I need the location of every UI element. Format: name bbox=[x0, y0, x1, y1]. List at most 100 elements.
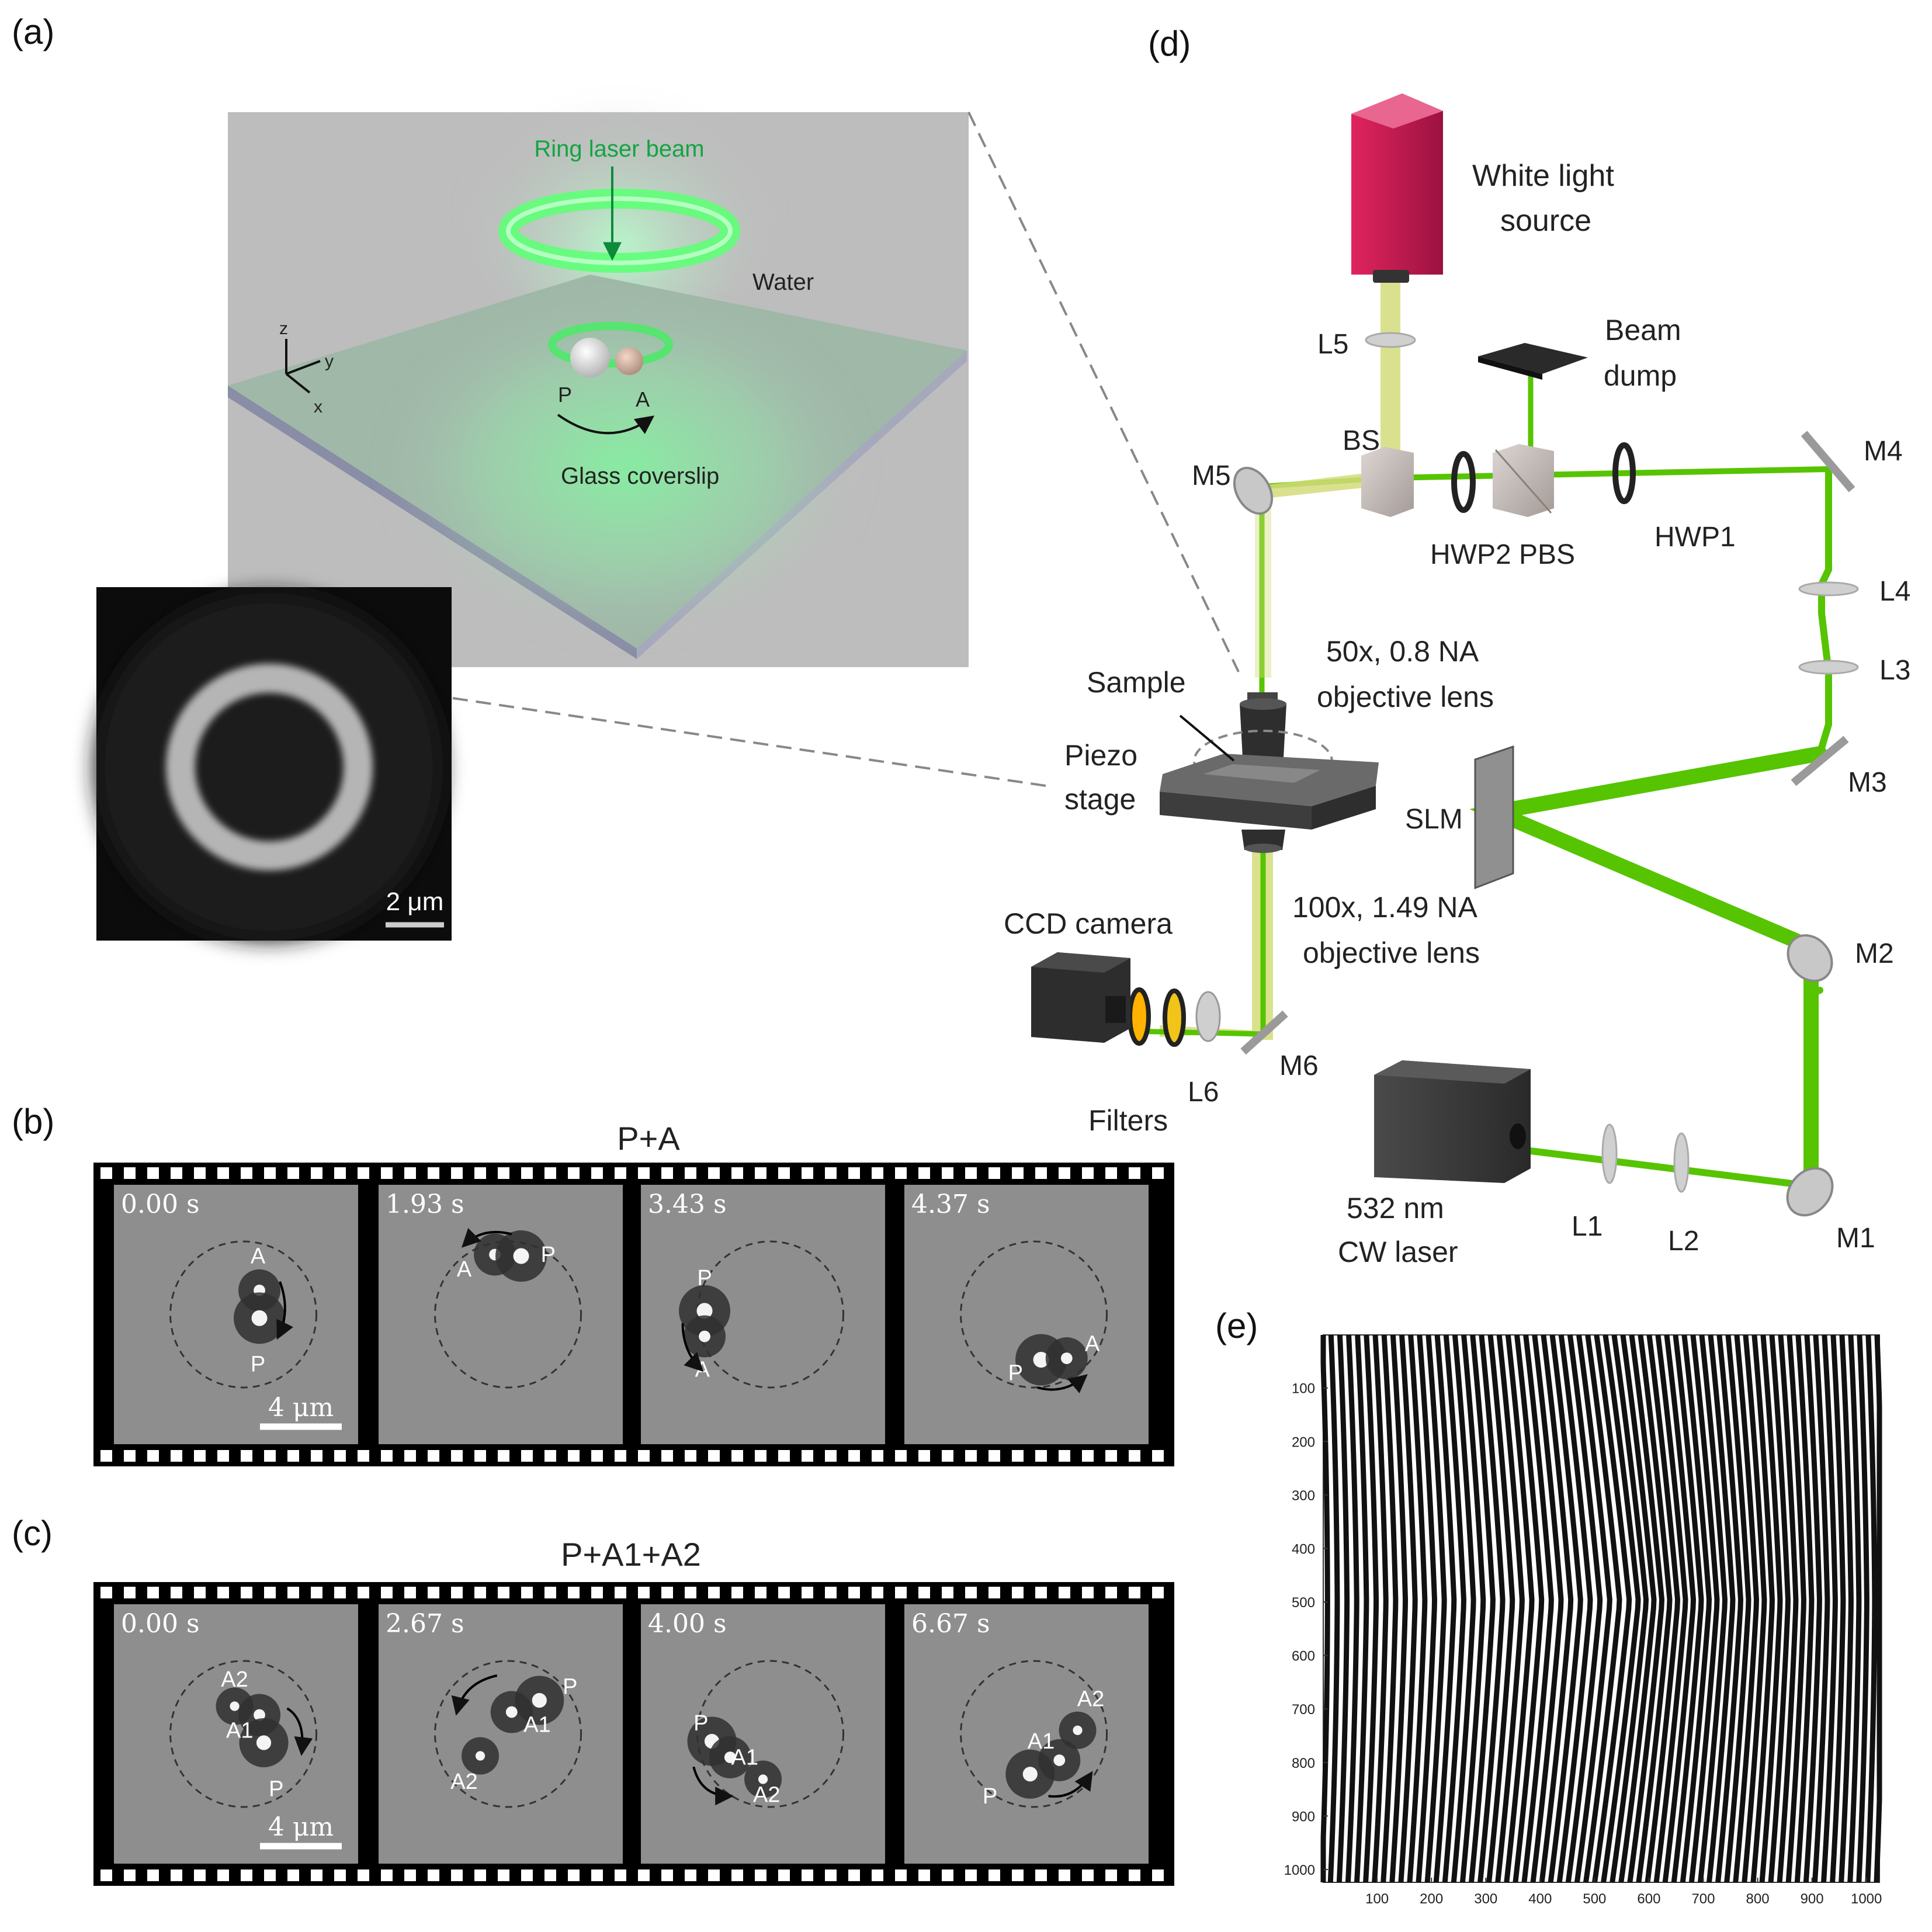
sprocket-hole bbox=[521, 1450, 533, 1462]
sprocket-hole bbox=[241, 1869, 252, 1881]
sprocket-hole bbox=[825, 1587, 837, 1598]
white-light-source bbox=[1351, 93, 1443, 275]
rotation-arrow bbox=[1048, 1771, 1093, 1798]
phase-stripe bbox=[1812, 1334, 1830, 1883]
sprocket-hole bbox=[1105, 1869, 1117, 1881]
phase-stripe bbox=[1565, 1334, 1603, 1883]
frame-3: PA3.43 s bbox=[641, 1185, 885, 1444]
sprocket-hole bbox=[872, 1587, 883, 1598]
particle-core bbox=[1033, 1352, 1049, 1368]
sprocket-hole bbox=[755, 1587, 766, 1598]
objective-50x bbox=[1240, 692, 1286, 768]
sprocket-hole bbox=[498, 1587, 509, 1598]
sprocket-hole bbox=[1059, 1450, 1070, 1462]
x-tick-label: 800 bbox=[1746, 1891, 1770, 1907]
y-tick-label: 1000 bbox=[1284, 1862, 1315, 1878]
rotation-arrow bbox=[692, 1766, 734, 1806]
particle-label: A2 bbox=[221, 1667, 248, 1692]
phase-stripe bbox=[1839, 1334, 1854, 1883]
label-l5: L5 bbox=[1317, 329, 1348, 360]
sprocket-hole bbox=[217, 1869, 229, 1881]
label-laser-2: CW laser bbox=[1338, 1236, 1458, 1268]
phase-stripe bbox=[1847, 1334, 1862, 1883]
mirror-m4 bbox=[1801, 431, 1855, 492]
trap-ring bbox=[696, 1240, 845, 1389]
hwp1 bbox=[1612, 442, 1636, 504]
particle-core bbox=[532, 1692, 547, 1708]
sprocket-hole bbox=[778, 1587, 790, 1598]
phase-stripe bbox=[1724, 1334, 1751, 1883]
sprocket-hole bbox=[171, 1587, 182, 1598]
phase-stripe bbox=[1504, 1334, 1535, 1883]
sprocket-hole bbox=[755, 1450, 766, 1462]
panel-label-e: (e) bbox=[1215, 1306, 1258, 1345]
sprocket-hole bbox=[334, 1167, 346, 1179]
sprocket-hole bbox=[241, 1167, 252, 1179]
sprocket-hole bbox=[544, 1587, 556, 1598]
sprocket-hole bbox=[615, 1587, 626, 1598]
sprocket-hole bbox=[1105, 1450, 1117, 1462]
sprocket-hole bbox=[731, 1587, 743, 1598]
particle-label: A2 bbox=[753, 1782, 780, 1807]
sprocket-hole bbox=[521, 1587, 533, 1598]
sprocket-hole bbox=[988, 1587, 1000, 1598]
sprocket-hole bbox=[778, 1167, 790, 1179]
phase-stripe bbox=[1327, 1334, 1340, 1883]
panel-b-title: P+A bbox=[617, 1120, 680, 1157]
phase-stripe bbox=[1697, 1334, 1728, 1883]
sprocket-hole bbox=[988, 1167, 1000, 1179]
sprocket-hole bbox=[287, 1450, 299, 1462]
sprocket-hole bbox=[848, 1869, 860, 1881]
sprocket-hole bbox=[404, 1450, 416, 1462]
particle-label: P bbox=[541, 1243, 556, 1267]
sprocket-hole bbox=[1059, 1869, 1070, 1881]
sprocket-hole bbox=[918, 1167, 930, 1179]
label-m1: M1 bbox=[1836, 1223, 1875, 1254]
sprocket-hole bbox=[1082, 1869, 1094, 1881]
sprocket-hole bbox=[731, 1869, 743, 1881]
y-tick-label: 600 bbox=[1292, 1649, 1315, 1664]
sprocket-hole bbox=[848, 1450, 860, 1462]
phase-stripe bbox=[1539, 1334, 1574, 1883]
sprocket-hole bbox=[802, 1587, 813, 1598]
phase-stripe bbox=[1830, 1334, 1846, 1883]
sprocket-hole bbox=[942, 1869, 953, 1881]
sprocket-hole bbox=[451, 1450, 463, 1462]
x-tick-label: 600 bbox=[1637, 1891, 1660, 1907]
sprocket-hole bbox=[918, 1450, 930, 1462]
axis-x-label: x bbox=[314, 397, 322, 417]
sprocket-hole bbox=[568, 1450, 580, 1462]
particle-a-label: A bbox=[636, 387, 650, 411]
sprocket-hole bbox=[521, 1167, 533, 1179]
sprocket-hole bbox=[1035, 1450, 1047, 1462]
x-tick-label: 1000 bbox=[1851, 1891, 1882, 1907]
sprocket-hole bbox=[661, 1450, 673, 1462]
sprocket-hole bbox=[428, 1587, 439, 1598]
sprocket-hole bbox=[147, 1869, 159, 1881]
sprocket-hole bbox=[264, 1869, 276, 1881]
sprocket-hole bbox=[428, 1869, 439, 1881]
phase-stripe bbox=[1477, 1334, 1506, 1883]
phase-stripe bbox=[1627, 1334, 1665, 1883]
sprocket-hole bbox=[1012, 1450, 1024, 1462]
piezo-stage bbox=[1160, 754, 1379, 830]
sprocket-hole bbox=[568, 1167, 580, 1179]
particle-label: P bbox=[983, 1784, 997, 1809]
particle-core bbox=[475, 1751, 485, 1761]
sprocket-hole bbox=[708, 1869, 720, 1881]
sprocket-hole bbox=[918, 1869, 930, 1881]
sprocket-hole bbox=[638, 1869, 650, 1881]
sprocket-hole bbox=[428, 1167, 439, 1179]
sprocket-hole bbox=[1129, 1450, 1140, 1462]
y-tick-label: 300 bbox=[1292, 1488, 1315, 1504]
sprocket-hole bbox=[358, 1869, 369, 1881]
sprocket-hole bbox=[825, 1869, 837, 1881]
particle-core bbox=[505, 1706, 518, 1718]
label-white-light-1: White light bbox=[1472, 159, 1614, 193]
label-piezo-2: stage bbox=[1064, 783, 1136, 816]
beam-dump bbox=[1478, 343, 1588, 374]
sprocket-hole bbox=[988, 1869, 1000, 1881]
particle-label: P bbox=[269, 1777, 283, 1801]
particle-label: A bbox=[457, 1257, 472, 1282]
x-tick-label: 900 bbox=[1801, 1891, 1824, 1907]
